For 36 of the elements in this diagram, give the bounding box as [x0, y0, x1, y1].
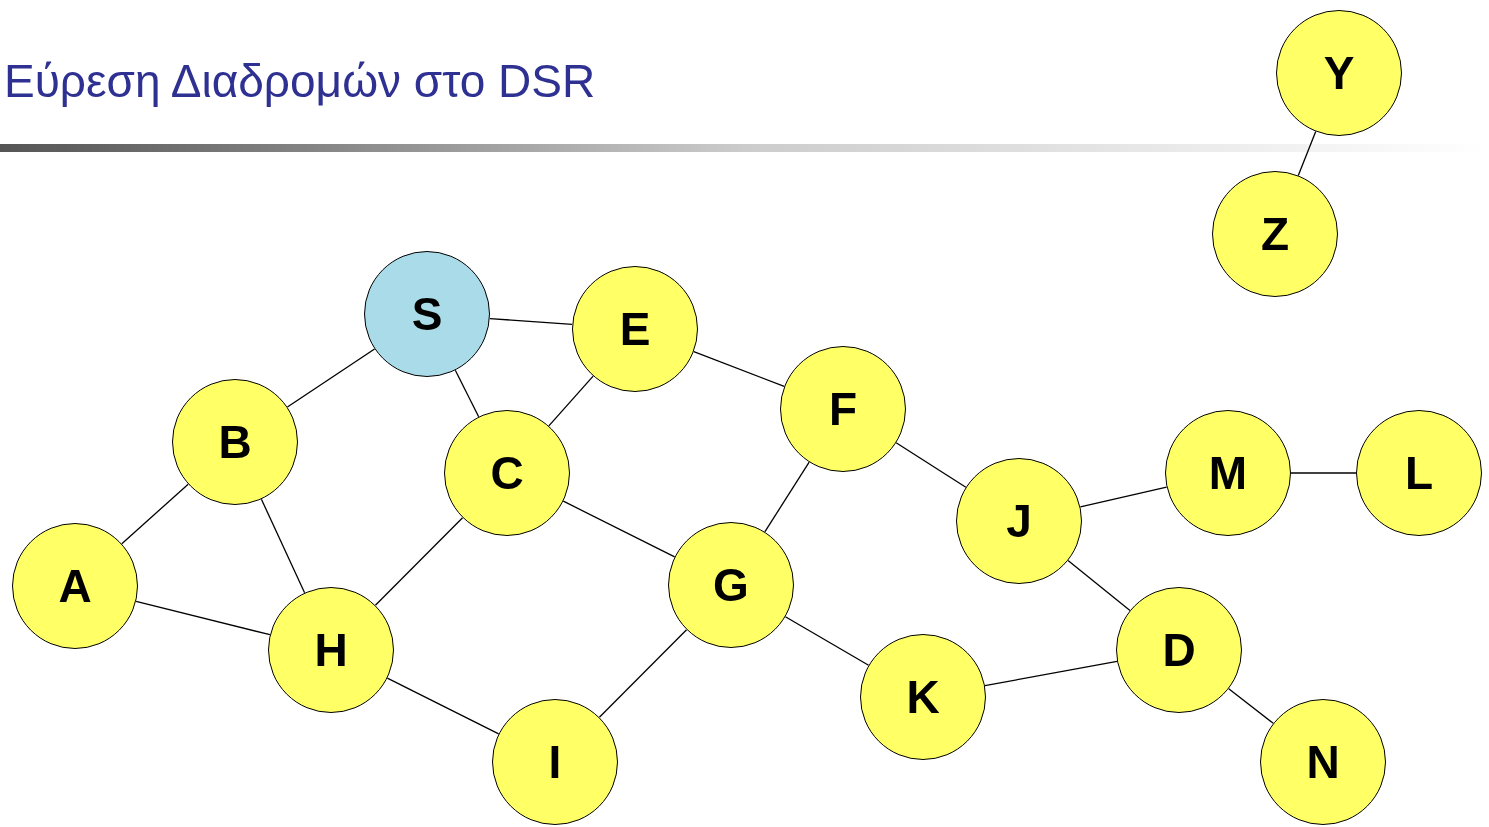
connector-line [1228, 688, 1274, 724]
node-label: H [314, 627, 348, 673]
connector-line [895, 442, 967, 488]
node-label: J [1006, 498, 1032, 544]
connector-line [764, 461, 810, 533]
node-label: G [713, 562, 749, 608]
connector-line [386, 677, 500, 735]
node-label: Y [1323, 50, 1355, 96]
node-label: S [411, 291, 443, 337]
connector-line [454, 369, 480, 418]
connector-line [121, 483, 189, 545]
node-label: L [1404, 450, 1434, 496]
connector-line [598, 629, 688, 718]
connector-line [1290, 472, 1357, 474]
node-label: K [906, 674, 940, 720]
connector-line [1067, 559, 1131, 612]
connector-line [489, 317, 573, 326]
node-label: D [1162, 627, 1196, 673]
node-label: M [1208, 450, 1248, 496]
node-label: Z [1260, 211, 1290, 257]
connector-line [784, 616, 870, 666]
node-label: B [218, 419, 252, 465]
node-label: I [548, 739, 562, 785]
node-label: N [1306, 739, 1340, 785]
connector-line [374, 517, 464, 606]
connector-line [562, 500, 676, 558]
connector-line [548, 375, 594, 427]
node-label: F [828, 386, 858, 432]
connector-line [984, 660, 1118, 687]
connector-line [1297, 130, 1317, 177]
connector-line [260, 498, 306, 594]
node-label: A [58, 563, 92, 609]
node-label: E [619, 306, 651, 352]
connector-line [286, 348, 376, 408]
node-label: C [490, 450, 524, 496]
connector-line [693, 350, 785, 388]
